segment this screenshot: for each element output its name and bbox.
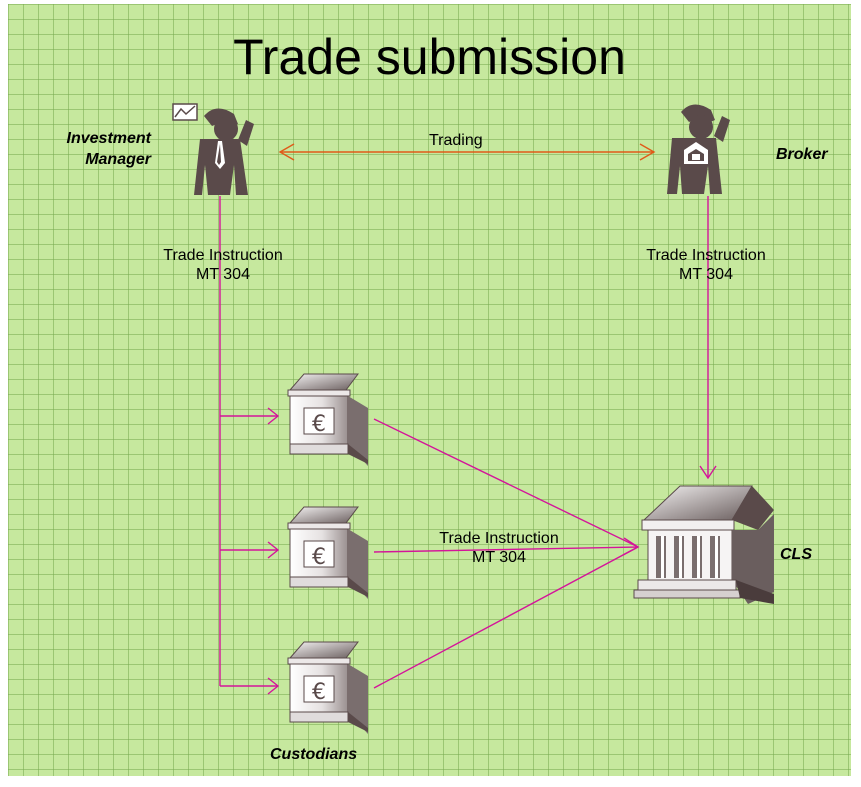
broker-icon — [667, 104, 730, 194]
svg-text:€: € — [312, 545, 326, 570]
cls-label: CLS — [780, 546, 812, 563]
broker-instruction-arrow — [699, 196, 717, 480]
svg-text:€: € — [312, 412, 326, 437]
diagram-graphics: € € € — [172, 103, 774, 734]
custodian-instruction-label: Trade Instruction MT 304 — [439, 530, 559, 566]
custodian-bank-icon: € — [287, 641, 368, 734]
investment-manager-label: Investment Manager — [66, 130, 151, 168]
trading-label: Trading — [429, 132, 483, 149]
custodian-to-cls-arrows — [373, 418, 640, 689]
broker-label: Broker — [776, 146, 828, 163]
trading-arrow — [278, 143, 656, 161]
investment-manager-icon — [172, 103, 254, 195]
custodian-bank-icon: € — [287, 506, 368, 599]
diagram-canvas: Trade submission — [8, 4, 851, 776]
im-instruction-arrows — [219, 196, 280, 695]
cls-bank-icon — [633, 485, 774, 604]
custodian-bank-icon: € — [287, 373, 368, 466]
diagram-title: Trade submission — [233, 29, 626, 85]
im-instruction-label: Trade Instruction MT 304 — [163, 247, 283, 283]
custodians-label: Custodians — [270, 746, 358, 763]
broker-instruction-label: Trade Instruction MT 304 — [646, 247, 766, 283]
svg-text:€: € — [312, 680, 326, 705]
